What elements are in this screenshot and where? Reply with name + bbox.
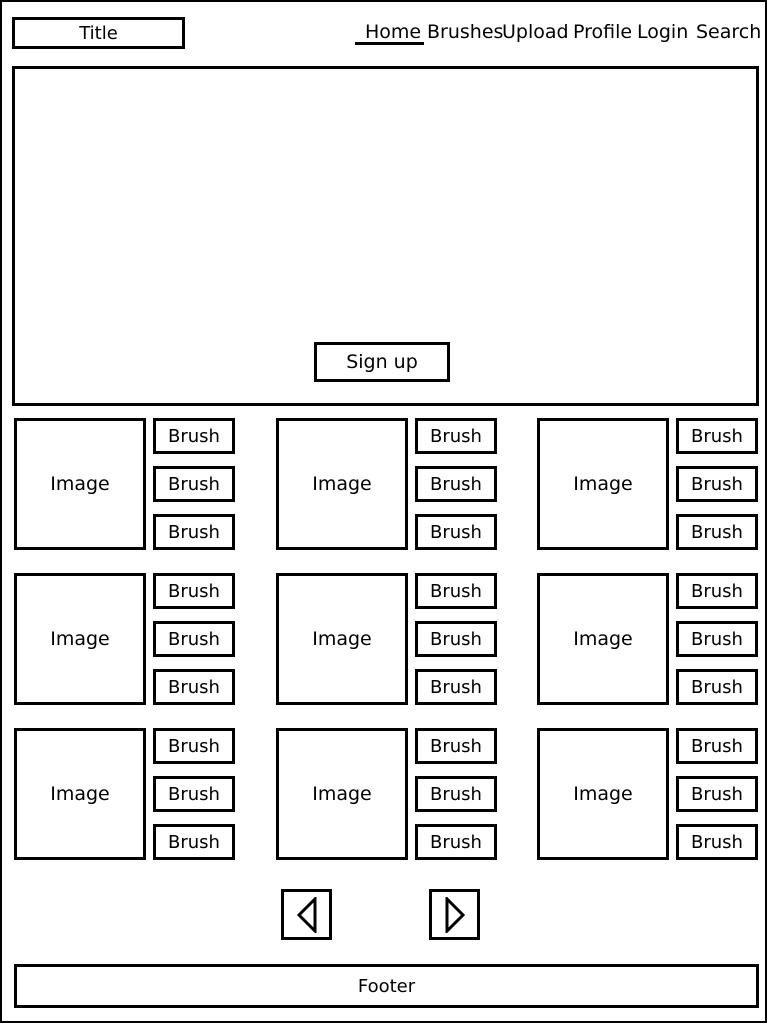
brush-button-label: Brush [430, 676, 482, 698]
card-image-label: Image [312, 473, 372, 495]
brush-button[interactable]: Brush [153, 669, 235, 705]
brush-button[interactable]: Brush [676, 573, 758, 609]
brush-button-label: Brush [691, 676, 743, 698]
card-image[interactable]: Image [276, 573, 408, 705]
brush-button-label: Brush [430, 783, 482, 805]
card-image[interactable]: Image [276, 728, 408, 860]
brush-button-label: Brush [168, 473, 220, 495]
brush-button[interactable]: Brush [153, 418, 235, 454]
brush-button-label: Brush [691, 831, 743, 853]
card-image-label: Image [312, 628, 372, 650]
brush-button-label: Brush [691, 473, 743, 495]
signup-button-label: Sign up [346, 351, 418, 373]
triangle-left-icon [296, 896, 316, 933]
brush-button-label: Brush [430, 831, 482, 853]
brush-button[interactable]: Brush [153, 573, 235, 609]
brush-button-label: Brush [430, 473, 482, 495]
brush-button[interactable]: Brush [676, 776, 758, 812]
signup-button[interactable]: Sign up [314, 342, 450, 382]
card-image[interactable]: Image [537, 418, 669, 550]
card-image-label: Image [312, 783, 372, 805]
card-image[interactable]: Image [276, 418, 408, 550]
brush-button-label: Brush [691, 521, 743, 543]
brush-button[interactable]: Brush [153, 728, 235, 764]
site-title[interactable]: Title [12, 17, 185, 49]
brush-button-label: Brush [168, 783, 220, 805]
brush-button-label: Brush [691, 783, 743, 805]
main-nav: Home Brushes Upload Profile Login Search [0, 20, 767, 48]
nav-search[interactable]: Search [696, 21, 762, 43]
brush-button[interactable]: Brush [153, 776, 235, 812]
brush-button[interactable]: Brush [415, 776, 497, 812]
brush-button-label: Brush [691, 425, 743, 447]
brush-button[interactable]: Brush [415, 669, 497, 705]
brush-button[interactable]: Brush [676, 824, 758, 860]
brush-button-label: Brush [430, 521, 482, 543]
nav-brushes[interactable]: Brushes [427, 21, 504, 43]
nav-home[interactable]: Home [365, 21, 422, 43]
prev-page-button[interactable] [281, 889, 332, 940]
card-image[interactable]: Image [14, 728, 146, 860]
brush-button[interactable]: Brush [676, 514, 758, 550]
brush-button[interactable]: Brush [676, 728, 758, 764]
card-image-label: Image [573, 783, 633, 805]
brush-button-label: Brush [430, 628, 482, 650]
nav-upload[interactable]: Upload [502, 21, 569, 43]
footer-label: Footer [357, 975, 416, 997]
nav-login[interactable]: Login [637, 21, 689, 43]
brush-button[interactable]: Brush [676, 669, 758, 705]
brush-button-label: Brush [168, 521, 220, 543]
footer: Footer [14, 964, 759, 1008]
nav-active-indicator [355, 42, 424, 45]
brush-button[interactable]: Brush [676, 621, 758, 657]
brush-button[interactable]: Brush [415, 573, 497, 609]
brush-button[interactable]: Brush [153, 514, 235, 550]
brush-button[interactable]: Brush [153, 466, 235, 502]
brush-button-label: Brush [168, 425, 220, 447]
brush-button-label: Brush [168, 735, 220, 757]
card-image-label: Image [50, 473, 110, 495]
triangle-right-icon [445, 896, 465, 933]
brush-button[interactable]: Brush [676, 418, 758, 454]
card-image[interactable]: Image [537, 573, 669, 705]
brush-button-label: Brush [168, 676, 220, 698]
brush-button[interactable]: Brush [415, 514, 497, 550]
brush-button[interactable]: Brush [415, 418, 497, 454]
card-image[interactable]: Image [14, 573, 146, 705]
brush-button-label: Brush [168, 831, 220, 853]
card-image[interactable]: Image [14, 418, 146, 550]
site-title-label: Title [79, 22, 118, 44]
brush-button-label: Brush [430, 425, 482, 447]
next-page-button[interactable] [429, 889, 480, 940]
brush-button-label: Brush [168, 580, 220, 602]
brush-button-label: Brush [691, 580, 743, 602]
card-image-label: Image [573, 473, 633, 495]
brush-button-label: Brush [168, 628, 220, 650]
card-image-label: Image [573, 628, 633, 650]
brush-button[interactable]: Brush [676, 466, 758, 502]
card-image-label: Image [50, 628, 110, 650]
nav-profile[interactable]: Profile [573, 21, 633, 43]
brush-button[interactable]: Brush [415, 466, 497, 502]
card-image-label: Image [50, 783, 110, 805]
card-image[interactable]: Image [537, 728, 669, 860]
brush-button[interactable]: Brush [415, 621, 497, 657]
brush-button[interactable]: Brush [415, 728, 497, 764]
brush-button[interactable]: Brush [153, 824, 235, 860]
brush-button[interactable]: Brush [415, 824, 497, 860]
brush-button-label: Brush [430, 580, 482, 602]
brush-button-label: Brush [691, 628, 743, 650]
brush-button[interactable]: Brush [153, 621, 235, 657]
brush-button-label: Brush [691, 735, 743, 757]
brush-button-label: Brush [430, 735, 482, 757]
